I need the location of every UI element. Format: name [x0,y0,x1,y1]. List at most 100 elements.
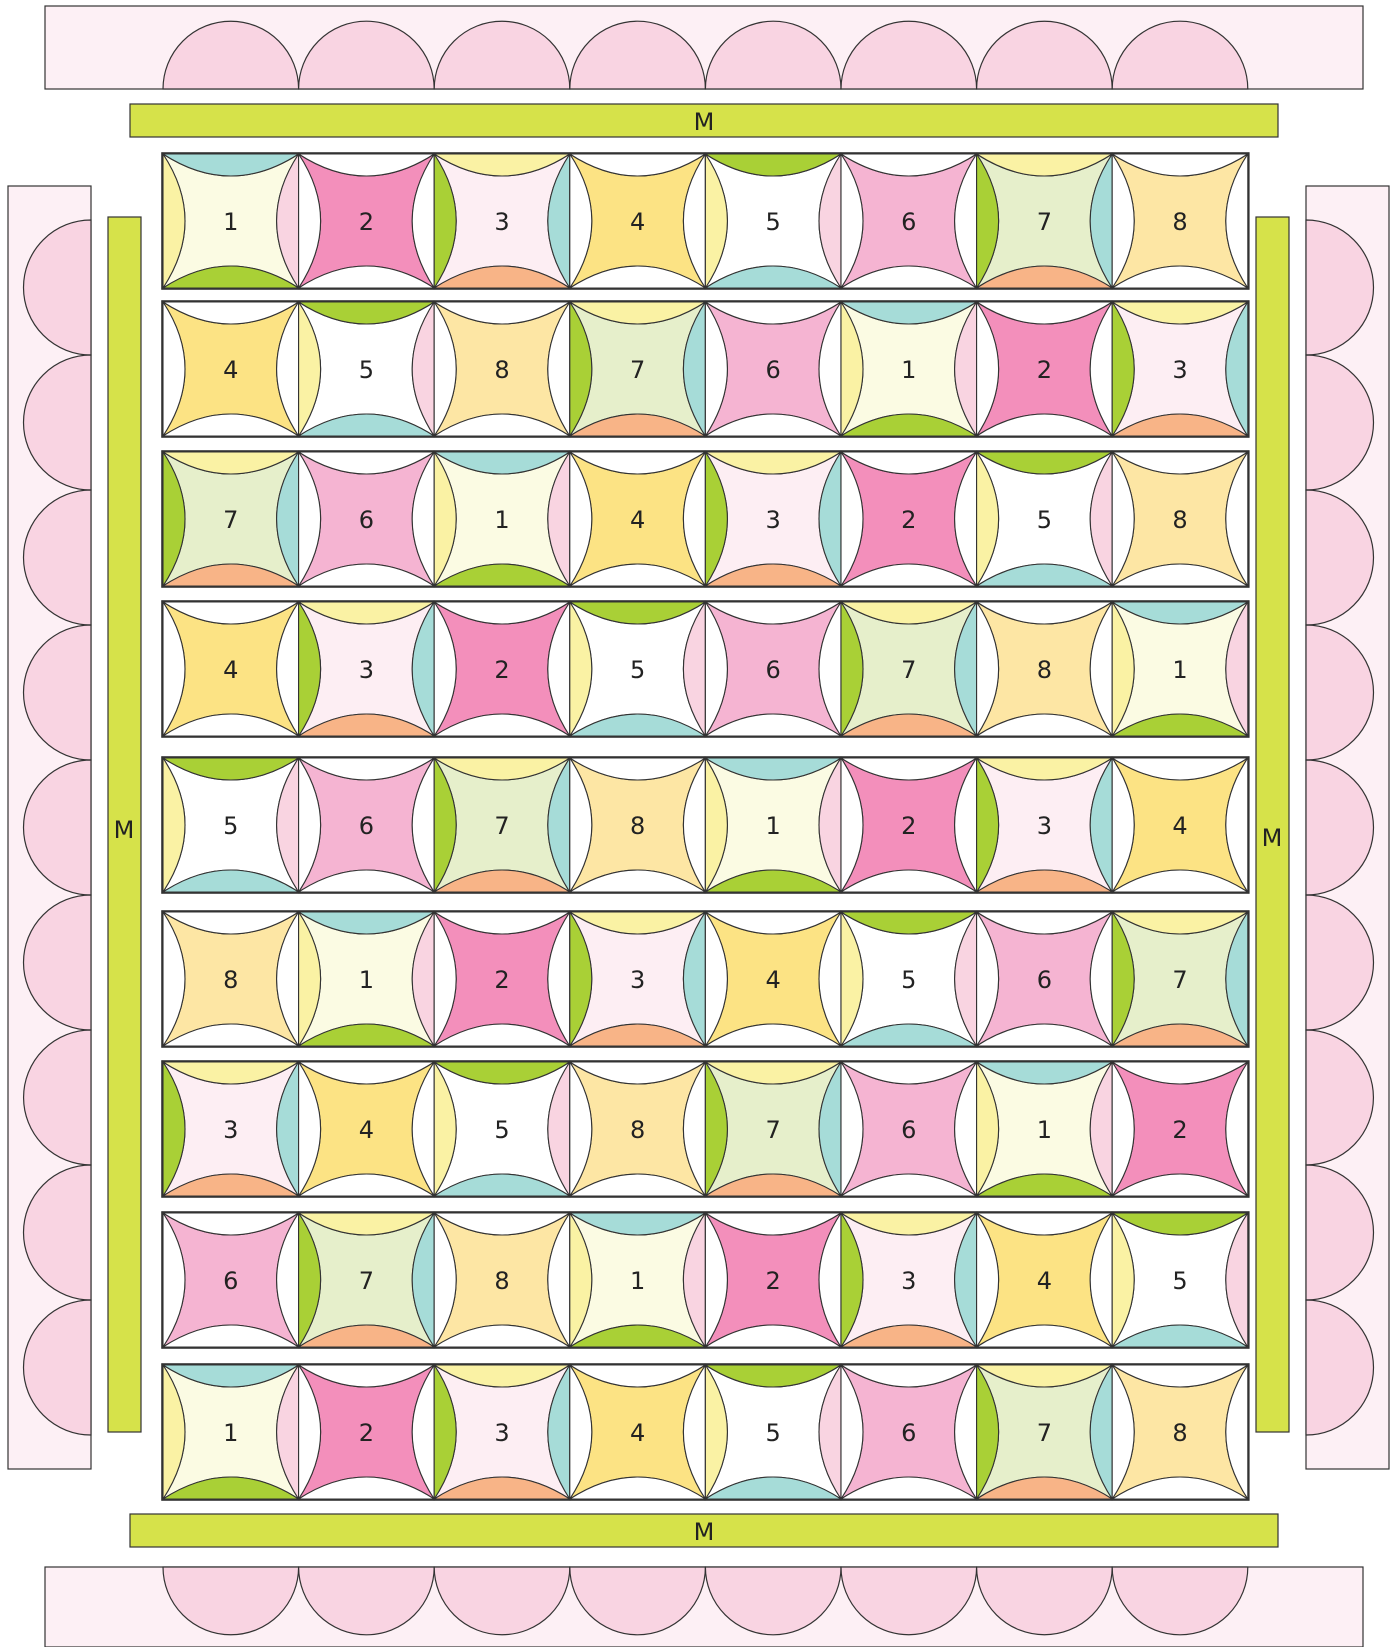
quilt-block: 8 [570,758,706,892]
sashing-left-label: M [114,816,135,844]
quilt-block: 4 [570,154,706,288]
quilt-block: 5 [163,758,299,892]
quilt-block: 3 [434,154,570,288]
block-number: 6 [223,1267,238,1295]
block-number: 4 [223,356,238,384]
quilt-block: 1 [434,452,570,586]
quilt-block: 1 [299,912,435,1046]
block-number: 4 [1037,1267,1052,1295]
quilt-block: 5 [299,302,435,436]
block-number: 4 [1172,812,1187,840]
block-number: 8 [223,966,238,994]
quilt-block: 5 [705,154,841,288]
block-number: 8 [630,1116,645,1144]
block-number: 6 [901,1419,916,1447]
block-number: 1 [223,208,238,236]
block-number: 3 [223,1116,238,1144]
quilt-block: 8 [434,1213,570,1347]
block-number: 3 [1172,356,1187,384]
block-number: 6 [359,506,374,534]
block-number: 5 [1172,1267,1187,1295]
quilt-block: 5 [1112,1213,1248,1347]
quilt-block: 1 [705,758,841,892]
sashing-right-label: M [1262,824,1283,852]
quilt-block: 2 [705,1213,841,1347]
quilt-block: 4 [705,912,841,1046]
block-number: 6 [766,656,781,684]
quilt-block: 2 [841,452,977,586]
block-row: 12345678 [162,153,1249,289]
quilt-block: 6 [977,912,1113,1046]
block-number: 1 [359,966,374,994]
block-number: 3 [901,1267,916,1295]
quilt-block: 2 [434,602,570,736]
quilt-block: 2 [299,154,435,288]
block-number: 8 [630,812,645,840]
quilt-block: 6 [841,154,977,288]
quilt-block: 2 [977,302,1113,436]
right-scallop-border [1306,186,1389,1469]
quilt-block: 1 [570,1213,706,1347]
block-number: 3 [494,208,509,236]
block-number: 3 [630,966,645,994]
quilt-block: 3 [841,1213,977,1347]
block-number: 2 [766,1267,781,1295]
block-number: 8 [1172,506,1187,534]
block-number: 7 [630,356,645,384]
block-number: 7 [359,1267,374,1295]
quilt-block: 3 [434,1365,570,1499]
quilt-block: 7 [705,1062,841,1196]
quilt-block: 1 [163,154,299,288]
quilt-block: 3 [977,758,1113,892]
block-number: 2 [494,966,509,994]
block-number: 1 [901,356,916,384]
sashing-bottom: M [130,1514,1278,1547]
sashing-bottom-label: M [694,1518,715,1546]
quilt-block: 6 [841,1365,977,1499]
block-number: 1 [1172,656,1187,684]
quilt-block: 8 [570,1062,706,1196]
block-number: 5 [359,356,374,384]
quilt-block: 7 [570,302,706,436]
quilt-block: 5 [977,452,1113,586]
quilt-block: 4 [299,1062,435,1196]
block-number: 5 [630,656,645,684]
quilt-block: 6 [163,1213,299,1347]
quilt-block: 5 [570,602,706,736]
quilt-block: 4 [163,302,299,436]
quilt-block: 5 [705,1365,841,1499]
quilt-block: 7 [163,452,299,586]
quilt-block: 6 [299,758,435,892]
quilt-block: 3 [299,602,435,736]
top-scallop-border [45,6,1363,89]
block-number: 2 [1037,356,1052,384]
block-row: 12345678 [162,1364,1249,1500]
block-number: 2 [359,1419,374,1447]
block-number: 8 [1172,1419,1187,1447]
block-number: 7 [1172,966,1187,994]
quilt-block: 7 [434,758,570,892]
quilt-block: 8 [434,302,570,436]
block-number: 4 [359,1116,374,1144]
sashing-top-label: M [694,108,715,136]
block-number: 7 [1037,1419,1052,1447]
block-number: 6 [901,1116,916,1144]
quilt-block: 3 [705,452,841,586]
quilt-block: 7 [841,602,977,736]
quilt-block: 6 [705,302,841,436]
quilt-block: 3 [1112,302,1248,436]
block-number: 7 [766,1116,781,1144]
block-number: 4 [223,656,238,684]
quilt-block: 7 [977,154,1113,288]
quilt-block: 6 [299,452,435,586]
quilt-block: 4 [570,1365,706,1499]
block-number: 3 [494,1419,509,1447]
block-number: 6 [901,208,916,236]
block-row: 4 5 8 7 6 1 2 3 [162,301,1249,437]
block-number: 2 [901,506,916,534]
